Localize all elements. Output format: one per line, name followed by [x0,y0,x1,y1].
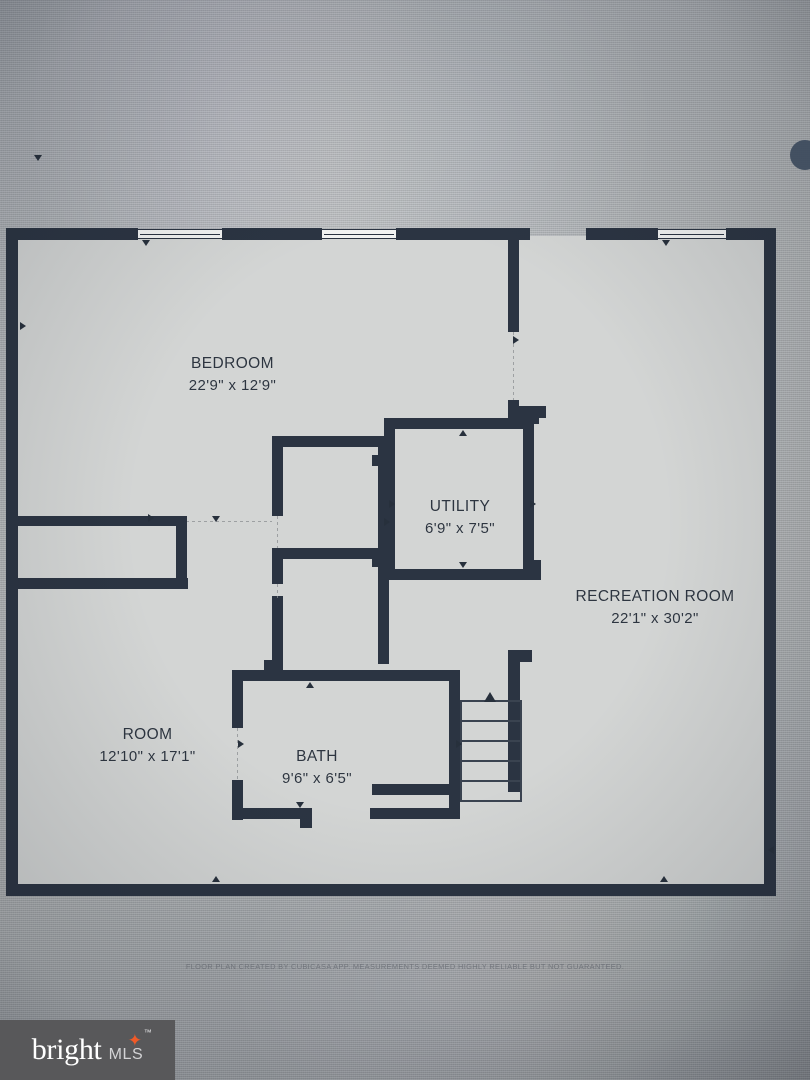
stair-tread-5 [460,780,522,782]
door-opening-center-lower [277,584,278,598]
room-label-bedroom: BEDROOM 22'9" x 12'9" [150,353,315,396]
utility-door-marker-bottom [459,562,467,568]
room-label-recreation: RECREATION ROOM 22'1" x 30'2" [540,586,770,629]
room-dimensions-recreation: 22'1" x 30'2" [611,610,699,627]
exterior-wall-top-left [6,228,138,240]
door-marker-center-right [384,518,390,526]
door-marker-hall-top [212,516,220,522]
door-opening-bath-left [237,728,238,780]
bath-fixture-wall [372,784,460,795]
door-marker-right-wall [768,846,774,854]
stair-direction-arrow-icon [484,692,496,702]
utility-wall-corner-nub-br [523,560,541,580]
bath-wall-nub-bottom [300,814,312,828]
interior-wall-center-right [378,436,389,548]
door-marker-window-right [662,240,670,246]
door-marker-rec-vertical [513,336,519,344]
star-icon: ✦ [127,1031,142,1050]
exterior-wall-top-mid1 [222,228,322,240]
room-label-room: ROOM 12'10" x 17'1" [65,724,230,767]
door-marker-window-left [142,240,150,246]
interior-wall-center-left-b [272,548,283,584]
door-marker-left-wall-mid [148,514,154,522]
window-top-right [658,229,726,239]
room-name-bath: BATH [296,748,338,765]
window-top-center [322,229,396,239]
stair-side-rail-left [460,700,462,802]
utility-wall-corner-nub-bl2 [372,556,386,567]
stair-tread-4 [460,760,522,762]
door-marker-upper-left-outside [34,155,42,161]
bath-wall-top [232,670,460,681]
utility-wall-bottom [384,569,534,580]
bath-door-marker-right [456,740,462,748]
utility-wall-corner-nub-bl [372,455,386,466]
stair-tread-2 [460,720,522,722]
room-name-bedroom: BEDROOM [191,355,274,372]
utility-wall-top [384,418,534,429]
interior-wall-center-left [272,436,283,516]
stair-tread-3 [460,740,522,742]
watermark-suffix-text: MLS [108,1046,144,1063]
utility-wall-corner-nub [523,412,539,424]
exterior-wall-top-right2 [726,228,776,240]
door-opening-bedroom-left [186,521,272,522]
interior-wall-center-mid [272,548,384,559]
interior-wall-center-right-b [378,548,389,664]
room-name-room: ROOM [122,726,173,743]
ui-indicator-dot-icon[interactable] [790,140,810,170]
watermark-brand-text: bright [31,1033,102,1066]
room-name-utility: UTILITY [429,498,491,515]
bath-wall-left [232,670,243,728]
bright-mls-watermark: bright ✦ ™ MLS [0,1020,175,1080]
utility-door-marker-right [530,500,536,508]
bath-door-marker-left [238,740,244,748]
door-marker-bottom-left [212,876,220,882]
interior-wall-vertical-upper [508,228,519,332]
utility-wall-right [523,418,534,580]
room-label-bath: BATH 9'6" x 6'5" [248,746,386,789]
room-label-utility: UTILITY 6'9" x 7'5" [380,496,540,539]
utility-wall-left [384,418,395,580]
trademark-icon: ™ [143,1028,152,1037]
room-dimensions-room: 12'10" x 17'1" [99,748,196,765]
room-dimensions-bath: 9'6" x 6'5" [282,770,352,787]
bath-wall-bottom-b [370,808,460,819]
stair-tread-6 [460,800,522,802]
bath-door-marker-bottom [296,802,304,808]
interior-wall-center-left-lower [272,596,283,672]
interior-wall-hall-bottom [18,578,188,589]
interior-wall-rec-left-stub [508,650,532,662]
exterior-wall-bottom [6,884,776,896]
bath-door-marker-top [306,682,314,688]
interior-wall-bedroom-stub-left [18,516,64,526]
interior-wall-hall-left-vert [176,516,187,584]
floor-plan-disclaimer: FLOOR PLAN CREATED BY CUBICASA APP. MEAS… [185,962,625,971]
exterior-wall-left [6,228,18,896]
door-opening-center-left [277,516,278,550]
bath-wall-left-b [232,780,243,820]
bath-wall-right [449,670,460,818]
room-name-recreation: RECREATION ROOM [575,588,735,605]
room-dimensions-utility: 6'9" x 7'5" [425,520,495,537]
interior-wall-bedroom-stub-left2 [64,516,186,526]
stair-side-rail-right [520,700,522,802]
exterior-wall-top-right1 [586,228,658,240]
door-marker-bottom-right [660,876,668,882]
interior-wall-center-top [272,436,384,447]
door-opening-upper-right [513,332,514,400]
bath-wall-nub-top [264,660,276,672]
exterior-wall-top-mid2 [396,228,530,240]
floor-fill-utility [389,418,533,580]
door-marker-left-wall-top [20,322,26,330]
window-top-left [138,229,222,239]
utility-door-marker-left [389,500,395,508]
bath-wall-bottom [232,808,312,819]
exterior-wall-right [764,228,776,896]
room-dimensions-bedroom: 22'9" x 12'9" [188,377,277,394]
utility-door-marker-top [459,430,467,436]
